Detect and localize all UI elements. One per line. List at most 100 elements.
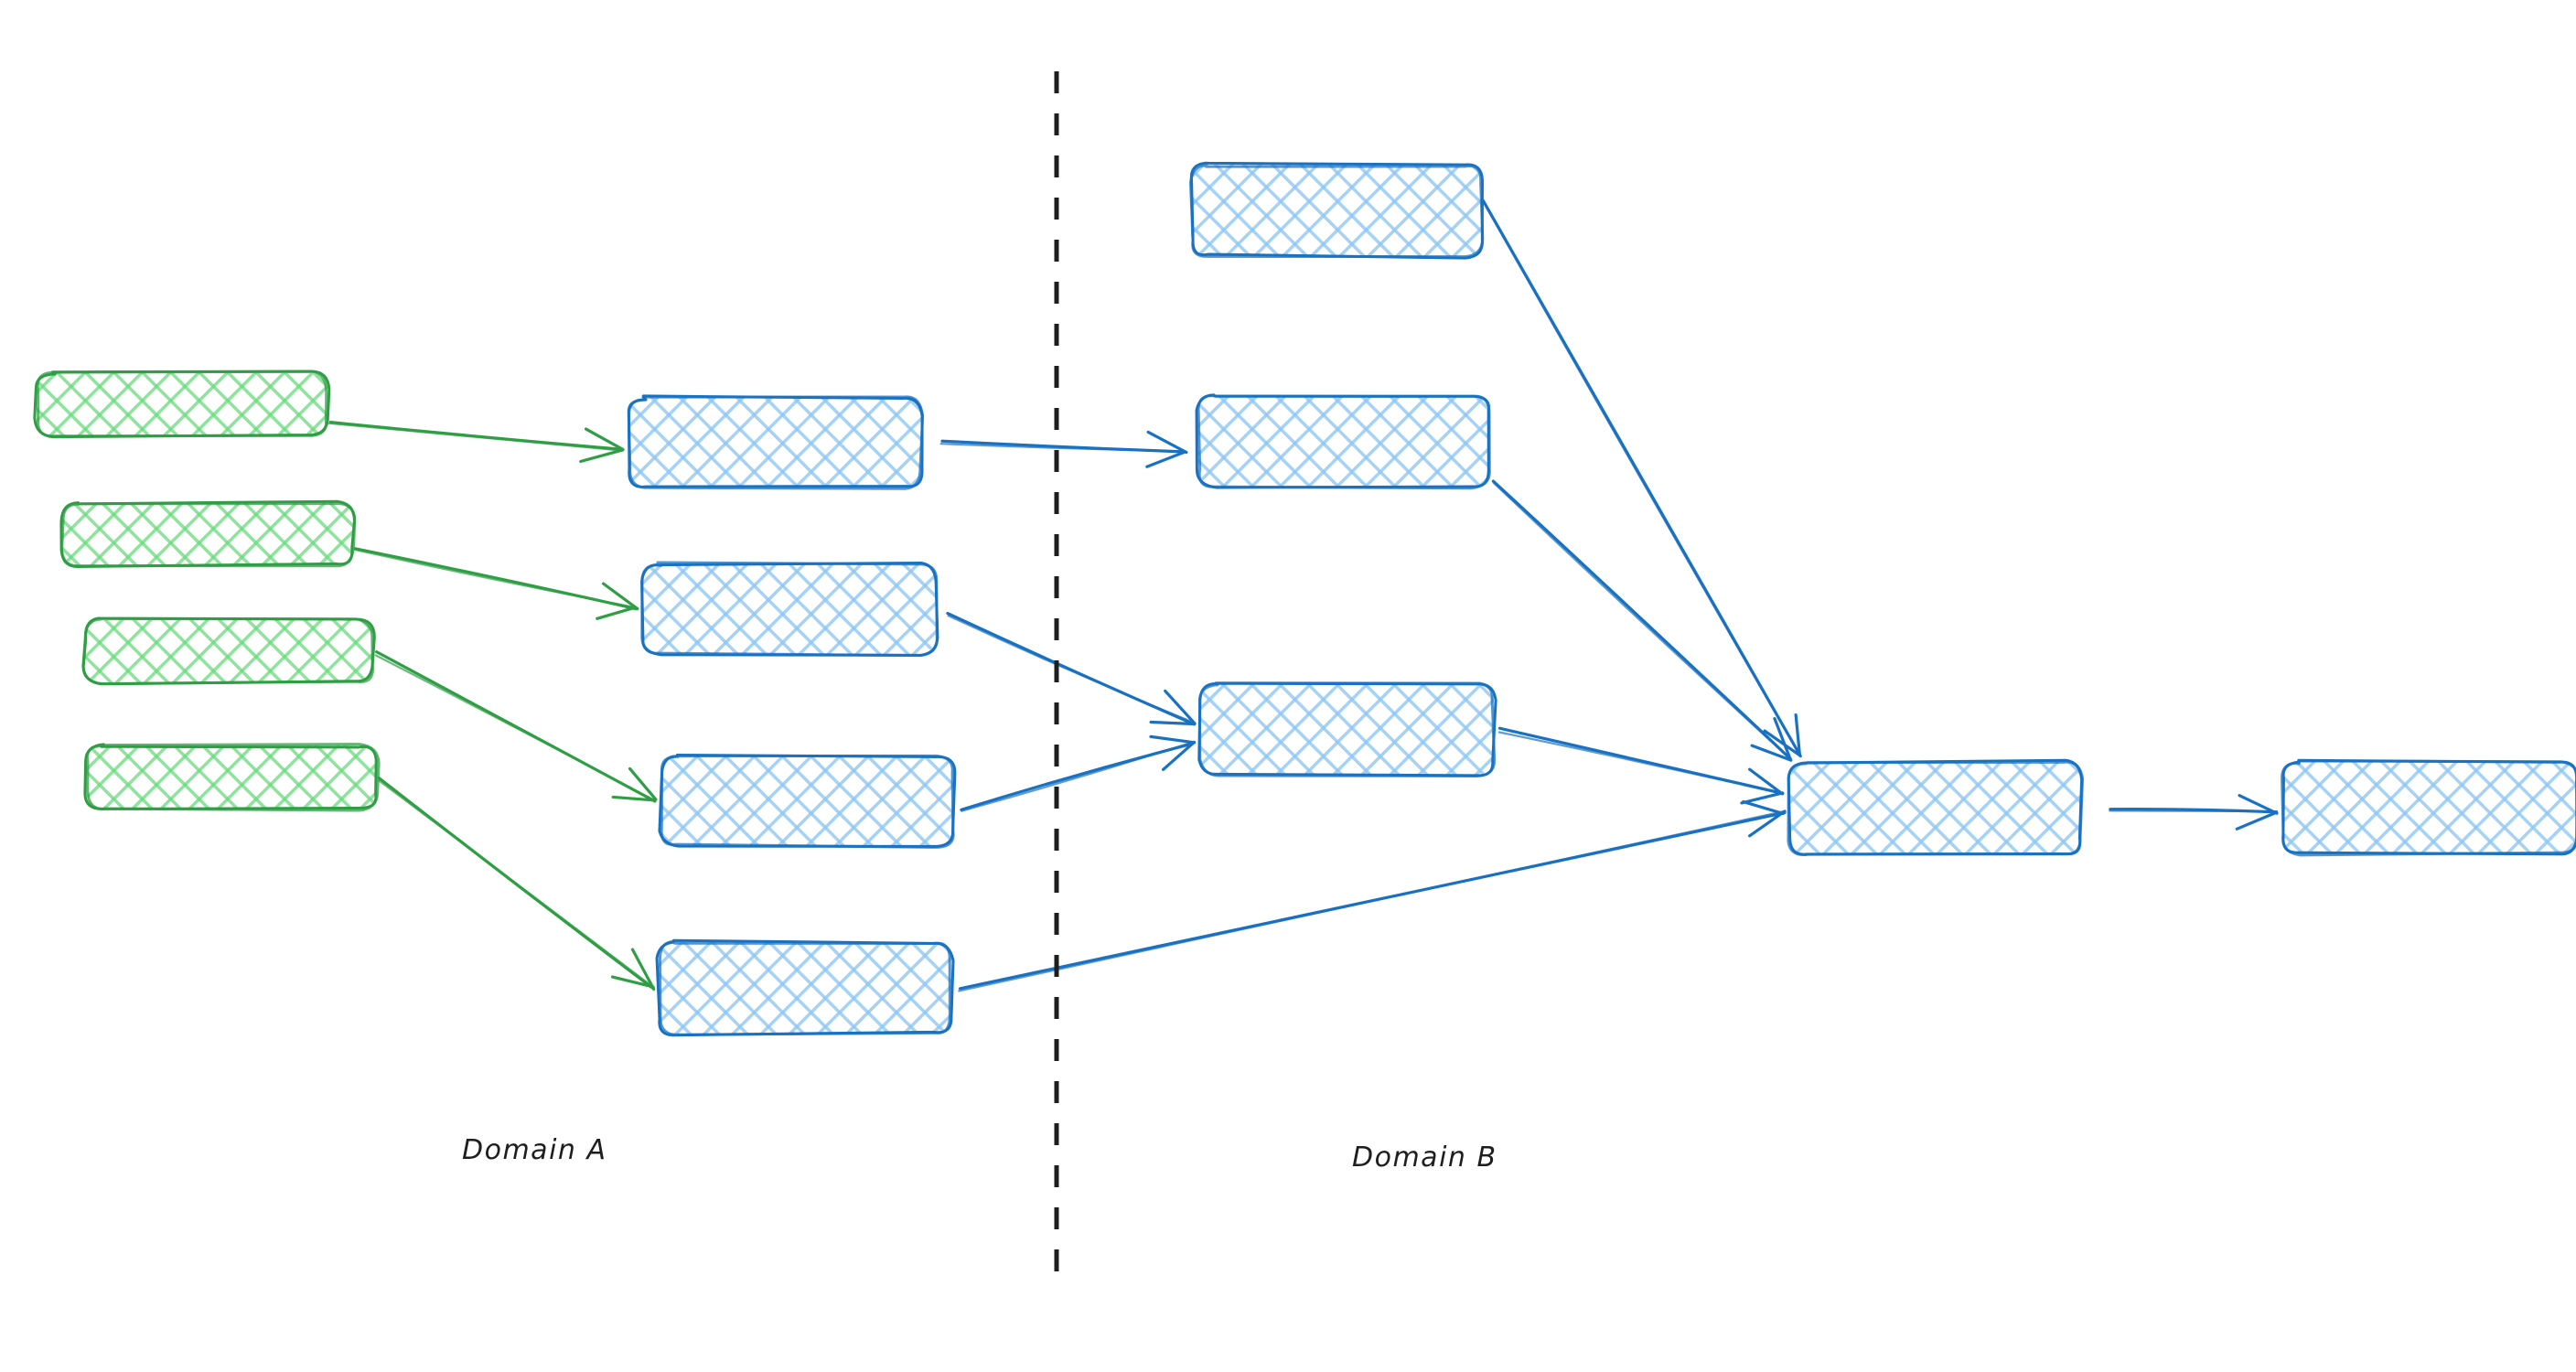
edge-hub-to-output[interactable] xyxy=(2109,794,2279,831)
edge-a2-to-b3-arrowhead xyxy=(1149,720,1197,726)
edge-source3-to-a3[interactable] xyxy=(374,650,658,803)
source-node-2-fill xyxy=(62,503,353,565)
process-node-a3-outline xyxy=(660,754,955,849)
source-node-1-hitbox[interactable] xyxy=(37,373,327,435)
edge-b1-to-hub-arrowhead xyxy=(1794,713,1802,757)
edge-a3-to-b3[interactable] xyxy=(960,734,1197,812)
edge-b2-to-hub-arrowhead xyxy=(1750,744,1793,762)
source-node-4-fill xyxy=(87,745,377,809)
edge-source1-to-a1[interactable] xyxy=(327,421,625,464)
edge-a2-to-b3-line xyxy=(947,615,1196,724)
process-node-a2-outline xyxy=(640,561,939,658)
process-node-a4-fill xyxy=(659,942,951,1034)
edge-hub-to-output-arrowhead xyxy=(2238,794,2279,815)
source-node-1-fill xyxy=(37,373,327,435)
edge-source2-to-a2-arrowhead xyxy=(596,606,638,620)
process-node-a2-fill xyxy=(643,564,936,654)
process-node-a4-hitbox[interactable] xyxy=(659,942,951,1034)
edge-a4-to-hub-arrowhead xyxy=(1742,799,1785,816)
process-node-a3-fill xyxy=(661,756,954,846)
process-node-b1-hitbox[interactable] xyxy=(1191,165,1482,256)
edge-a2-to-b3[interactable] xyxy=(946,611,1197,726)
output-node-fill xyxy=(2282,762,2576,853)
aggregator-node-fill xyxy=(1790,762,2081,855)
aggregator-node[interactable] xyxy=(1787,758,2085,856)
process-node-b2-fill xyxy=(1198,395,1489,487)
edge-b2-to-hub[interactable] xyxy=(1491,479,1793,762)
edges-layer xyxy=(327,198,2279,992)
source-node-4-hitbox[interactable] xyxy=(87,745,377,809)
domain-a-label: Domain A xyxy=(462,1134,607,1166)
process-node-a4[interactable] xyxy=(655,938,955,1037)
edge-a3-to-b3-arrowhead xyxy=(1162,740,1197,771)
source-node-2[interactable] xyxy=(59,499,357,568)
process-node-b2-hitbox[interactable] xyxy=(1198,395,1489,487)
edge-b1-to-hub-arrowhead xyxy=(1763,729,1802,757)
process-node-b1[interactable] xyxy=(1188,161,1485,260)
edge-hub-to-output-line xyxy=(2109,809,2278,813)
edge-source4-to-a4[interactable] xyxy=(377,777,656,991)
process-node-a1[interactable] xyxy=(627,394,925,490)
edge-b1-to-hub-line xyxy=(1481,198,1801,757)
process-node-a3-hitbox[interactable] xyxy=(661,756,954,846)
edge-a1-to-b2-arrowhead xyxy=(1145,450,1186,468)
nodes-layer xyxy=(33,161,2576,1037)
edge-b3-to-hub-arrowhead xyxy=(1748,767,1784,796)
aggregator-node-hitbox[interactable] xyxy=(1790,762,2081,855)
domain-b-label: Domain B xyxy=(1352,1142,1497,1174)
edge-a4-to-hub[interactable] xyxy=(958,799,1787,992)
edge-a4-to-hub-arrowhead xyxy=(1748,809,1787,838)
edge-b2-to-hub-line xyxy=(1492,481,1792,761)
source-node-1[interactable] xyxy=(33,370,331,439)
source-node-4[interactable] xyxy=(83,743,381,812)
edge-hub-to-output-arrowhead xyxy=(2235,810,2278,831)
edge-a3-to-b3-arrowhead xyxy=(1149,734,1197,745)
process-node-b1-fill xyxy=(1191,165,1482,256)
process-node-b2-outline xyxy=(1197,394,1491,490)
edge-a1-to-b2-line xyxy=(939,443,1187,453)
edge-b3-to-hub-arrowhead xyxy=(1740,791,1785,805)
aggregator-node-outline xyxy=(1787,760,2085,856)
source-node-3[interactable] xyxy=(81,616,376,686)
process-node-a1-hitbox[interactable] xyxy=(628,398,921,488)
edge-source1-to-a1-arrowhead xyxy=(579,448,625,464)
edge-a1-to-b2-arrowhead xyxy=(1146,430,1188,455)
edge-b1-to-hub[interactable] xyxy=(1481,198,1802,758)
edge-b3-to-hub[interactable] xyxy=(1497,726,1785,805)
process-node-a1-fill xyxy=(628,398,921,488)
source-node-3-hitbox[interactable] xyxy=(84,620,373,682)
process-node-a2[interactable] xyxy=(640,561,939,658)
edge-source4-to-a4-arrowhead xyxy=(610,975,655,989)
edge-source3-to-a3-arrowhead xyxy=(628,766,658,801)
source-node-3-outline xyxy=(81,616,375,685)
edge-source2-to-a2[interactable] xyxy=(353,547,639,620)
process-node-b3-hitbox[interactable] xyxy=(1201,684,1494,776)
source-node-1-outline xyxy=(36,370,328,438)
edge-a1-to-b2[interactable] xyxy=(939,430,1188,468)
edge-source1-to-a1-arrowhead xyxy=(584,427,625,452)
process-node-b3[interactable] xyxy=(1197,681,1497,777)
edge-source3-to-a3-arrowhead xyxy=(611,795,657,802)
source-node-4-outline xyxy=(86,743,381,812)
edge-source2-to-a2-line xyxy=(354,549,638,609)
process-node-b3-fill xyxy=(1201,684,1494,776)
process-node-a2-hitbox[interactable] xyxy=(643,564,936,654)
source-node-3-fill xyxy=(84,620,373,682)
edge-source4-to-a4-line xyxy=(378,779,655,989)
process-node-b2[interactable] xyxy=(1195,393,1491,490)
process-node-a4-outline xyxy=(658,939,951,1036)
output-node-hitbox[interactable] xyxy=(2282,762,2576,853)
process-node-a1-outline xyxy=(627,395,925,490)
edge-source1-to-a1-line xyxy=(327,422,624,452)
process-node-a3[interactable] xyxy=(658,754,957,849)
edge-a4-to-hub-line xyxy=(958,809,1786,992)
edge-b2-to-hub-arrowhead xyxy=(1773,717,1792,761)
source-node-2-hitbox[interactable] xyxy=(62,503,353,565)
edge-source4-to-a4-arrowhead xyxy=(630,948,656,991)
edge-b3-to-hub-line xyxy=(1497,731,1783,795)
process-node-b1-outline xyxy=(1188,164,1485,259)
edge-source3-to-a3-line xyxy=(374,654,656,802)
edge-source2-to-a2-arrowhead xyxy=(602,582,639,611)
